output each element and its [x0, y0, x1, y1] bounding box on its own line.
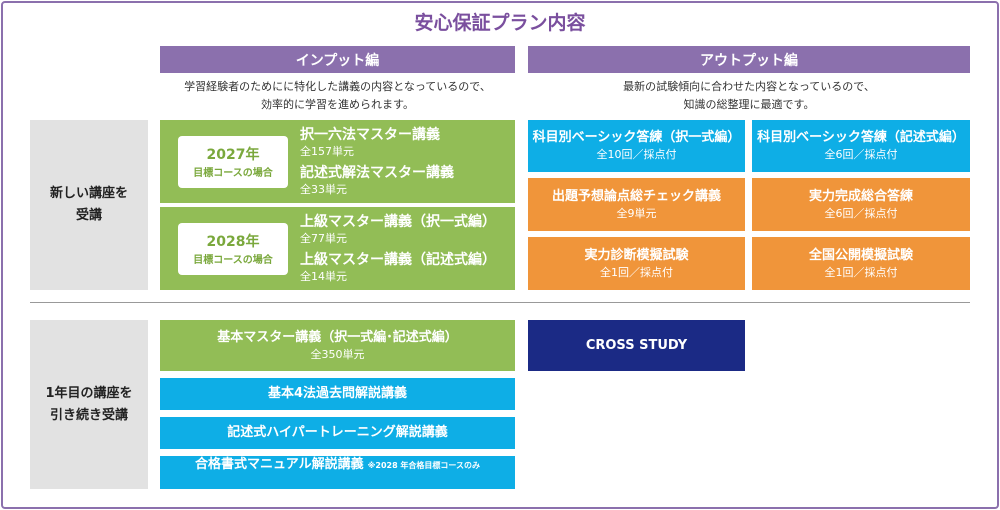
course-name: 上級マスター講義（択一式編） [300, 213, 496, 230]
output-header: アウトプット編 [528, 46, 970, 73]
input-course: 基本4法過去問解説講義 [160, 378, 515, 410]
input-header: インプット編 [160, 46, 515, 73]
output-course: 科目別ベーシック答練（択一式編）全10回／採点付 [528, 120, 745, 172]
course-count: 全33単元 [300, 182, 347, 196]
year-badge: 2028年目標コースの場合 [178, 222, 288, 275]
course-name: 択一六法マスター講義 [300, 126, 440, 143]
course-name: 記述式解法マスター講義 [300, 164, 454, 181]
course-group-2028: 2028年目標コースの場合 上級マスター講義（択一式編） 全77単元 上級マスタ… [160, 207, 515, 290]
course-count: 全14単元 [300, 269, 347, 283]
course-note: ※2028 年合格目標コースのみ [367, 461, 481, 470]
desc-line: 知識の総整理に最適です。 [683, 98, 815, 111]
output-course: 全国公開模擬試験全1回／採点付 [752, 237, 970, 290]
output-course: 実力完成総合答練全6回／採点付 [752, 178, 970, 231]
course-group-2027: 2027年目標コースの場合 択一六法マスター講義 全157単元 記述式解法マスタ… [160, 120, 515, 203]
section-label-continue: 1年目の講座を引き続き受講 [30, 320, 148, 489]
page-title: 安心保証プラン内容 [414, 12, 586, 34]
input-course: 基本マスター講義（択一式編･記述式編）全350単元 [160, 320, 515, 371]
course-name: 上級マスター講義（記述式編） [300, 251, 496, 268]
course-count: 全77単元 [300, 231, 347, 245]
output-course: 出題予想論点総チェック講義全9単元 [528, 178, 745, 231]
desc-line: 効率的に学習を進められます。 [261, 98, 414, 111]
input-description: 学習経験者のためにに特化した講義の内容となっているので、効率的に学習を進められま… [160, 78, 515, 114]
desc-line: 最新の試験傾向に合わせた内容となっているので、 [623, 80, 875, 93]
year-badge: 2027年目標コースの場合 [178, 135, 288, 188]
output-description: 最新の試験傾向に合わせた内容となっているので、知識の総整理に最適です。 [528, 78, 970, 114]
input-course: 記述式ハイパートレーニング解説講義 [160, 417, 515, 449]
output-course: 実力診断模擬試験全1回／採点付 [528, 237, 745, 290]
divider [30, 302, 970, 303]
desc-line: 学習経験者のためにに特化した講義の内容となっているので、 [184, 80, 491, 93]
input-course: 合格書式マニュアル解説講義※2028 年合格目標コースのみ [160, 456, 515, 489]
output-course: 科目別ベーシック答練（記述式編）全6回／採点付 [752, 120, 970, 172]
section-label-new: 新しい講座を受講 [30, 120, 148, 290]
cross-study: CROSS STUDY [528, 320, 745, 371]
course-count: 全157単元 [300, 144, 354, 158]
